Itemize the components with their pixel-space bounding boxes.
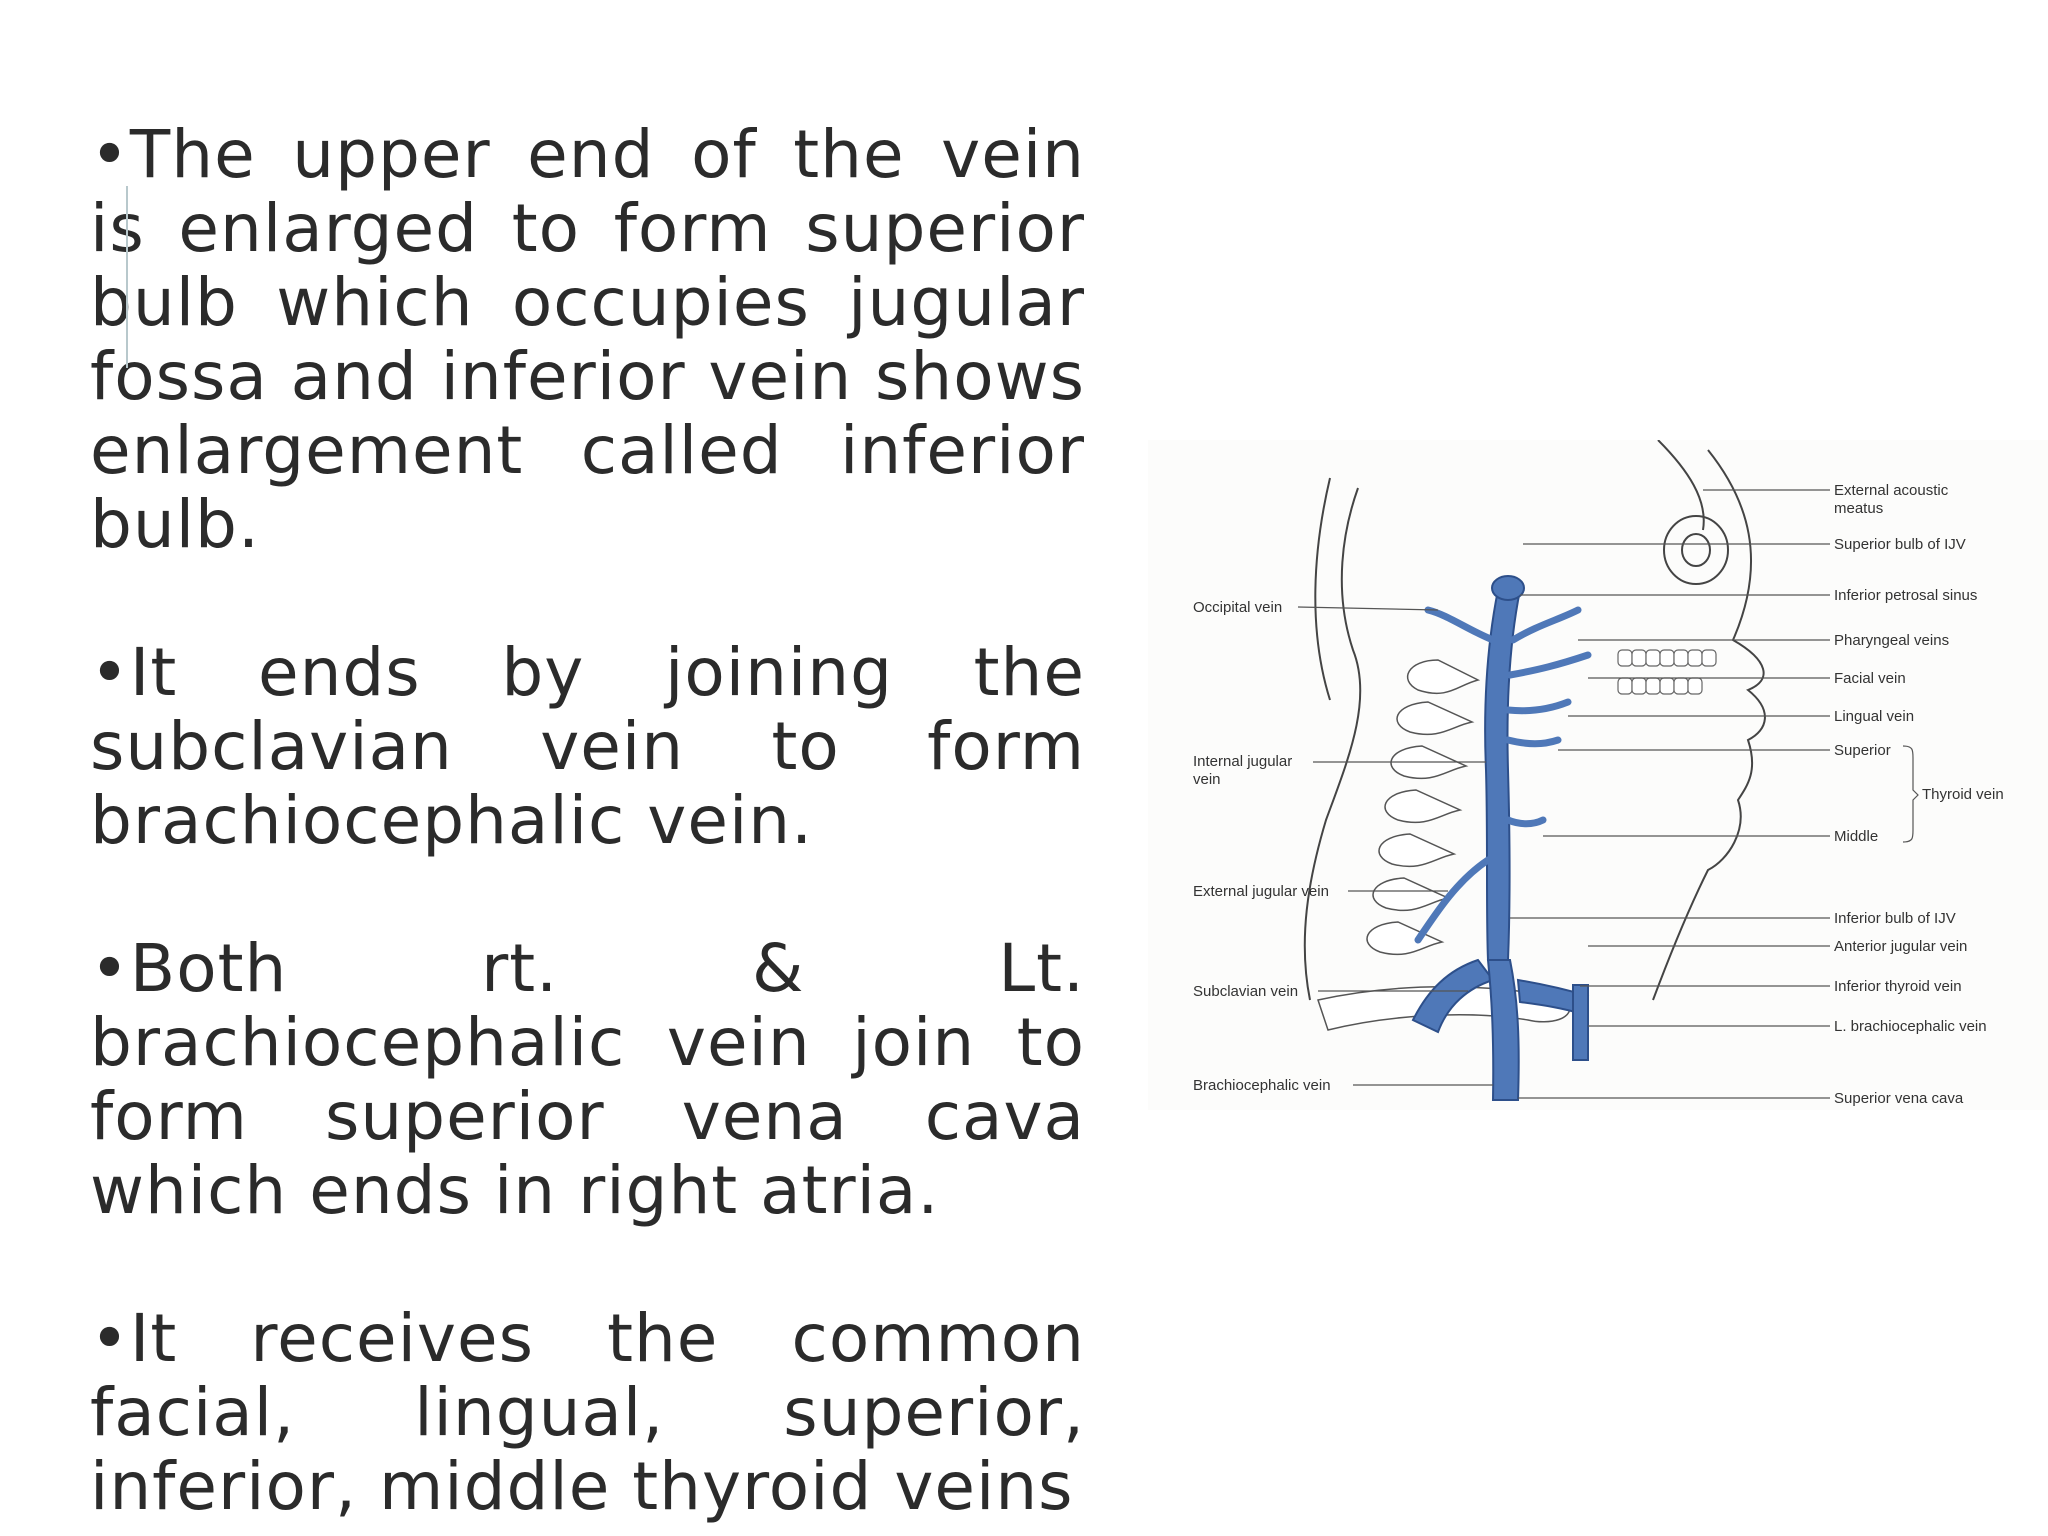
label-acoustic-2: meatus	[1834, 500, 1883, 517]
label-superior-bulb: Superior bulb of IJV	[1834, 536, 1966, 553]
label-superior-thyroid: Superior	[1834, 742, 1891, 759]
label-subclavian-vein: Subclavian vein	[1193, 983, 1298, 1000]
label-facial-vein: Facial vein	[1834, 670, 1906, 687]
brachiocephalic-vein	[1411, 958, 1495, 1034]
internal-jugular-vein	[1484, 589, 1522, 961]
bullet-superior-vena-cava: •Both rt. & Lt. brachiocephalic vein joi…	[90, 930, 1085, 1229]
label-occipital-vein: Occipital vein	[1193, 599, 1282, 616]
label-inferior-thyroid-vein: Inferior thyroid vein	[1834, 978, 1962, 995]
bullet-superior-bulb: •The upper end of the vein is enlarged t…	[90, 116, 1085, 563]
bullet-brachiocephalic-junction: •It ends by joining the subclavian vein …	[90, 634, 1085, 859]
label-internal-jugular-2: vein	[1193, 771, 1221, 788]
superior-bulb	[1491, 575, 1525, 601]
label-lingual-vein: Lingual vein	[1834, 708, 1914, 725]
label-l-brachiocephalic-vein: L. brachiocephalic vein	[1834, 1018, 1987, 1035]
label-middle-thyroid: Middle	[1834, 828, 1878, 845]
right-leader-lines	[1510, 489, 1919, 1099]
left-leader-lines	[1297, 606, 1493, 1086]
label-acoustic-1: External acoustic	[1834, 482, 1949, 499]
label-superior-vena-cava: Superior vena cava	[1834, 1090, 1964, 1107]
label-inferior-bulb: Inferior bulb of IJV	[1834, 910, 1956, 927]
head-outline	[1303, 440, 1766, 1001]
jugular-vein-diagram: Occipital vein Internal jugular vein Ext…	[1148, 440, 2048, 1110]
label-internal-jugular-1: Internal jugular	[1193, 753, 1292, 770]
label-pharyngeal-veins: Pharyngeal veins	[1834, 632, 1949, 649]
label-inferior-petrosal-sinus: Inferior petrosal sinus	[1834, 587, 1977, 604]
cervical-vertebrae	[1366, 659, 1481, 956]
bullet-tributaries: •It receives the common facial, lingual,…	[90, 1300, 1085, 1525]
label-thyroid-vein: Thyroid vein	[1922, 786, 2004, 803]
label-anterior-jugular-vein: Anterior jugular vein	[1834, 938, 1967, 955]
superior-vena-cava	[1486, 959, 1520, 1101]
diagram-svg: Occipital vein Internal jugular vein Ext…	[1193, 440, 2004, 1107]
label-brachiocephalic-vein: Brachiocephalic vein	[1193, 1077, 1331, 1094]
text-cursor-mark	[126, 186, 128, 368]
aortic-stub	[1572, 984, 1589, 1061]
teeth	[1617, 649, 1717, 695]
label-external-jugular-vein: External jugular vein	[1193, 883, 1329, 900]
tributary-veins	[1414, 606, 1592, 944]
bullet-list: •The upper end of the vein is enlarged t…	[90, 118, 1085, 1524]
